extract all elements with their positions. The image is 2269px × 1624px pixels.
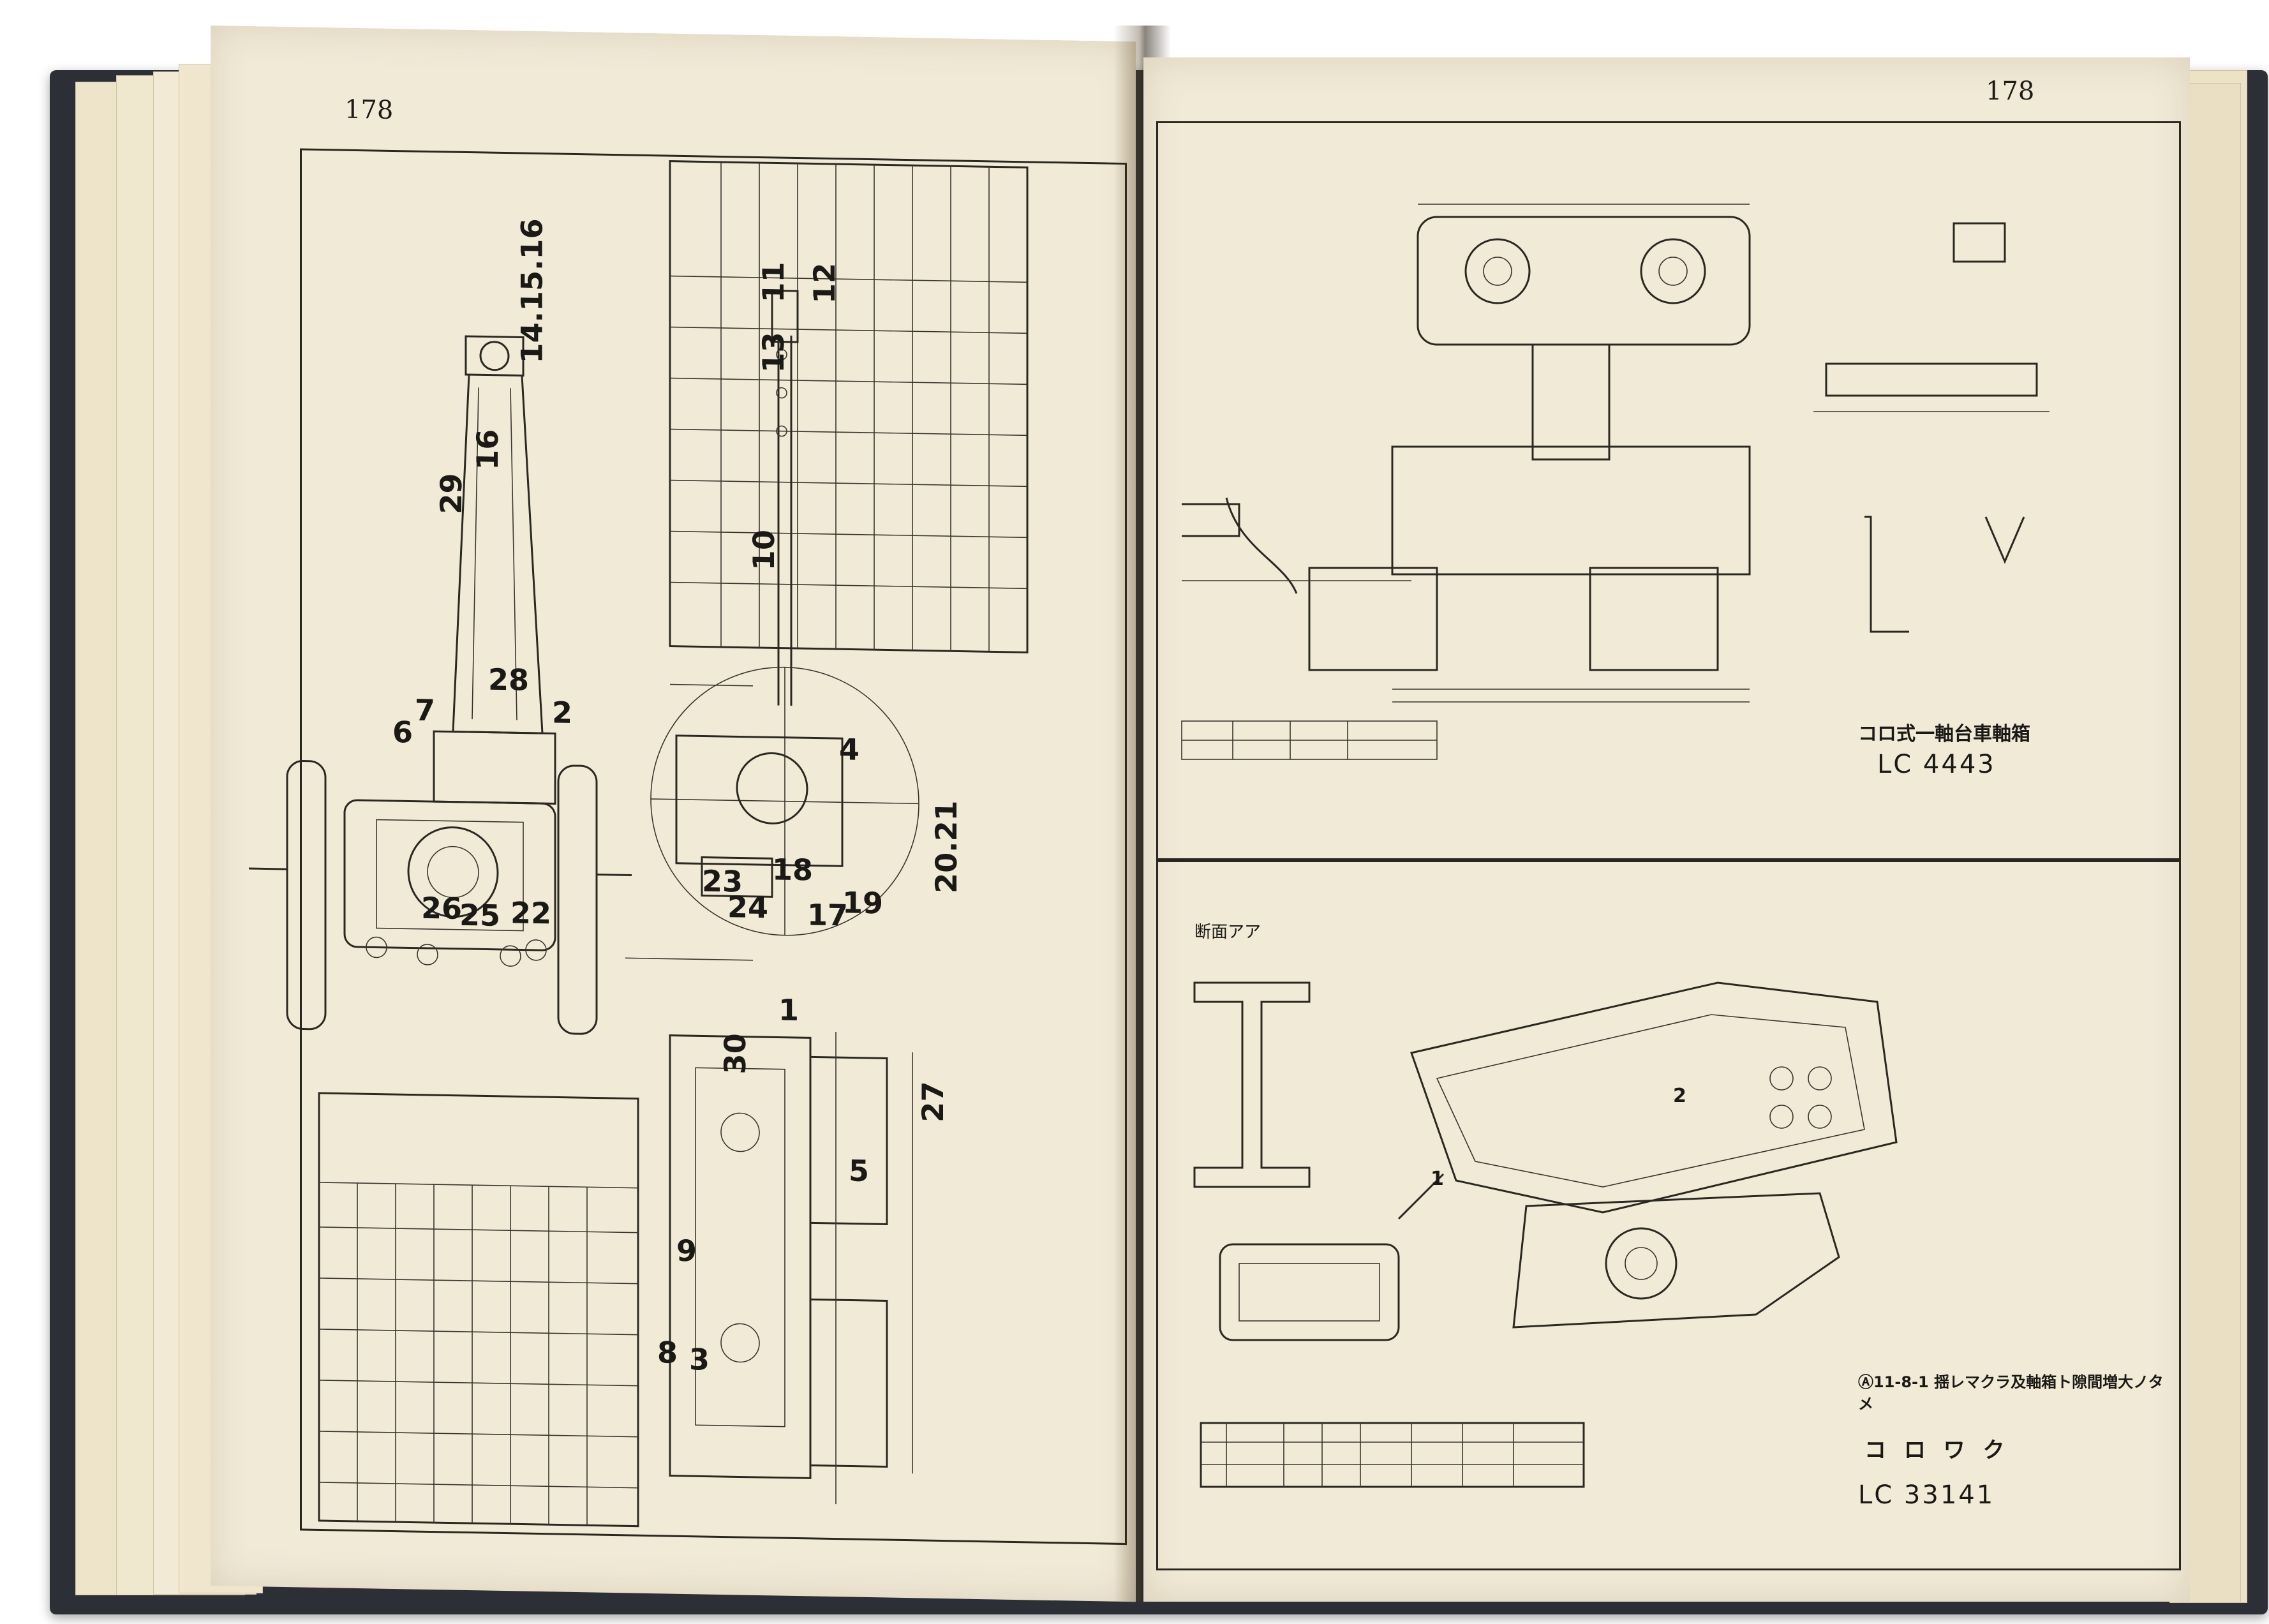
callout-14-15-16: 14.15.16	[514, 218, 549, 364]
spring-link-view	[249, 335, 632, 1035]
revision-note: Ⓐ11-8-1 揺レマクラ及軸箱ト隙間増大ノタメ	[1858, 1373, 2164, 1413]
roller-axle-box-drawings	[1181, 204, 2050, 1488]
callout-2: 2	[1673, 1085, 1686, 1107]
callout-4: 4	[839, 732, 860, 767]
section-label: 断面アア	[1194, 923, 1261, 942]
callout-20-21: 20.21	[928, 800, 963, 894]
drawing-frame-upper	[1156, 121, 2181, 862]
side-elevation-view	[625, 289, 919, 961]
lower-parts-table	[1200, 1422, 1585, 1488]
upper-drawing-title: コロ式一軸台車軸箱	[1858, 723, 2030, 745]
callout-6: 6	[392, 714, 413, 750]
callout-27: 27	[916, 1081, 951, 1123]
axle-box-drawing	[249, 160, 1029, 1528]
page-stack-edge	[2182, 83, 2241, 1603]
callout-26: 26	[421, 890, 463, 926]
lower-drawing-code: LC 33141	[1858, 1480, 1995, 1510]
callout-29: 29	[434, 473, 469, 515]
roller-frame-view	[1219, 981, 1898, 1341]
callout-22: 22	[510, 895, 552, 931]
callout-16: 16	[470, 429, 505, 471]
callout-11: 11	[756, 261, 791, 303]
callout-13: 13	[756, 331, 791, 373]
callout-7: 7	[415, 692, 436, 728]
upper-drawing-code: LC 4443	[1877, 750, 1996, 779]
section-details	[1813, 222, 2050, 633]
callout-24: 24	[727, 890, 769, 925]
plan-view	[669, 1032, 913, 1505]
callout-19: 19	[842, 885, 884, 921]
right-page: 178	[1143, 57, 2190, 1602]
upper-elevation-view	[1182, 445, 1751, 703]
callout-18: 18	[772, 852, 814, 888]
parts-table-bottom	[318, 1092, 639, 1528]
i-beam-section	[1193, 981, 1311, 1188]
callout-25: 25	[459, 897, 501, 933]
callout-1: 1	[778, 992, 800, 1028]
callout-10: 10	[747, 529, 782, 571]
page-number: 178	[1986, 77, 2035, 106]
callout-5: 5	[849, 1153, 870, 1189]
callout-8: 8	[657, 1335, 678, 1370]
callout-1: 1	[1431, 1168, 1444, 1190]
callout-3: 3	[689, 1342, 710, 1377]
callout-2: 2	[552, 695, 573, 730]
upper-title-table	[1181, 720, 1438, 760]
callout-30: 30	[718, 1032, 753, 1075]
callout-28: 28	[488, 662, 530, 697]
parts-table-top	[669, 160, 1029, 653]
drawing-frame-lower	[1156, 858, 2181, 1570]
lower-drawing-title: コ ロ ワ ク	[1864, 1438, 2010, 1463]
upper-plan-view	[1417, 204, 1751, 461]
left-page: 1 7 8	[211, 26, 1136, 1602]
callout-9: 9	[676, 1233, 697, 1269]
callout-12: 12	[807, 262, 842, 304]
